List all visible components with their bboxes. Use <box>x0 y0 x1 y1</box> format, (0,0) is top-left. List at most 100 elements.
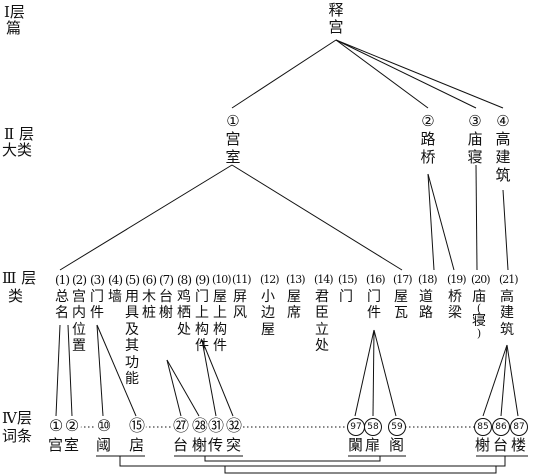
class-number: (17) <box>393 273 413 286</box>
entry-number: 58 <box>364 418 382 436</box>
class-number: (9) <box>195 273 210 287</box>
root-char-1: 释 <box>328 1 344 19</box>
class-char: 边 <box>261 305 275 321</box>
class-char: 建 <box>500 305 514 321</box>
entry-word: 阈 <box>96 436 112 454</box>
bracket-link <box>119 456 506 467</box>
category-number: ④ <box>496 112 510 130</box>
category-char: 庙 <box>467 130 483 148</box>
tree-edge <box>372 329 375 417</box>
class-char: 件 <box>213 338 227 354</box>
class-8: (8)鸡栖处 <box>176 272 192 338</box>
entry-number: ⑮ <box>128 416 146 435</box>
class-char: 瓦 <box>394 305 408 321</box>
category-2: ② 路 桥 <box>420 112 436 166</box>
level-2-label: Ⅱ 层 <box>4 125 34 143</box>
class-char: 屋 <box>261 321 275 338</box>
tree-edge <box>335 39 429 109</box>
class-char: 名 <box>55 305 69 321</box>
class-char: 用 <box>125 288 139 305</box>
class-9: (9)门上构件 <box>194 272 210 355</box>
class-char: 屏 <box>233 288 247 305</box>
class-char: 鸡 <box>177 288 191 305</box>
entry-word: 传 <box>208 436 224 454</box>
class-char: 宫 <box>72 288 86 305</box>
level-2-sublabel: 大类 <box>2 141 33 159</box>
category-char: 宫 <box>225 130 241 148</box>
category-number: ① <box>226 112 240 130</box>
class-char: 栖 <box>177 305 191 321</box>
entry-word: 榭 <box>192 436 208 454</box>
category-4: ④ 高 建 筑 <box>495 112 511 184</box>
class-char: 具 <box>125 305 139 321</box>
class-char: 风 <box>233 305 247 321</box>
class-char: 木 <box>142 288 156 305</box>
class-char: 功 <box>125 354 139 371</box>
class-number: (20) <box>471 273 491 286</box>
class-char: 门 <box>367 288 381 305</box>
category-char: 桥 <box>420 148 436 166</box>
category-1: ① 宫 室 <box>225 112 241 166</box>
class-number: (15) <box>338 273 358 286</box>
entry-number: ① <box>47 416 65 435</box>
entry-number: 59 <box>388 418 406 436</box>
class-char: 总 <box>55 288 69 305</box>
class-char: 桩 <box>142 305 156 321</box>
tree-edge <box>96 324 104 417</box>
class-char: 上 <box>195 305 209 321</box>
class-16: (16)门件 <box>366 272 386 322</box>
class-number: (19) <box>447 273 467 286</box>
class-13: (13)屋席 <box>286 272 306 322</box>
class-char: ) <box>476 326 482 340</box>
class-20: (20)庙(寝) <box>471 272 491 340</box>
entry-number: ㉗ <box>172 416 190 435</box>
level-3-label: Ⅲ 层 <box>2 269 37 287</box>
class-char: 构 <box>213 321 227 338</box>
class-char: 庙 <box>472 288 486 305</box>
class-char: 件 <box>195 338 209 354</box>
level-4-sublabel: 词条 <box>2 427 33 445</box>
category-number: ③ <box>468 112 482 130</box>
class-19: (19)桥梁 <box>447 272 467 322</box>
tree-edge <box>335 39 477 109</box>
class-number: (8) <box>177 273 192 287</box>
class-char: 台 <box>159 288 173 305</box>
entry-number: ⑩ <box>95 416 113 435</box>
tree-edge <box>335 39 504 109</box>
tree-edge <box>427 173 435 271</box>
category-char: 建 <box>495 148 511 166</box>
class-number: (1) <box>55 273 70 287</box>
entry-number: 97 <box>347 418 365 436</box>
level-1-label: Ⅰ层 <box>4 3 25 21</box>
tree-edge <box>166 359 182 417</box>
root-char-2: 宫 <box>328 18 344 36</box>
tree-edge <box>506 344 519 417</box>
class-char: 道 <box>419 288 433 305</box>
bracket-link <box>204 456 381 462</box>
entry-word: 楼 <box>511 436 527 454</box>
class-char: 榭 <box>159 305 173 321</box>
class-char: 门 <box>90 288 104 305</box>
class-21: (21)高建筑 <box>499 272 519 338</box>
class-char: 置 <box>72 338 86 354</box>
entry-number: ㉜ <box>225 416 243 435</box>
class-char: 路 <box>419 305 433 321</box>
class-18: (18)道路 <box>418 272 438 322</box>
entry-word: 室 <box>64 436 80 454</box>
class-char: 屋 <box>287 288 301 305</box>
tree-edge <box>201 339 234 417</box>
class-5: (5)用具及其功能 <box>124 272 140 388</box>
class-number: (16) <box>366 273 386 286</box>
entry-word: 台 <box>493 436 509 454</box>
entry-number: ② <box>63 416 81 435</box>
class-char: 上 <box>213 305 227 321</box>
tree-edge <box>373 329 397 417</box>
category-3: ③ 庙 寝 <box>467 112 483 166</box>
tree-edge <box>427 173 455 271</box>
class-char: 小 <box>261 288 275 305</box>
class-char: 桥 <box>448 288 462 305</box>
class-11: (11)屏风 <box>232 272 252 322</box>
class-char: 门 <box>195 288 209 305</box>
